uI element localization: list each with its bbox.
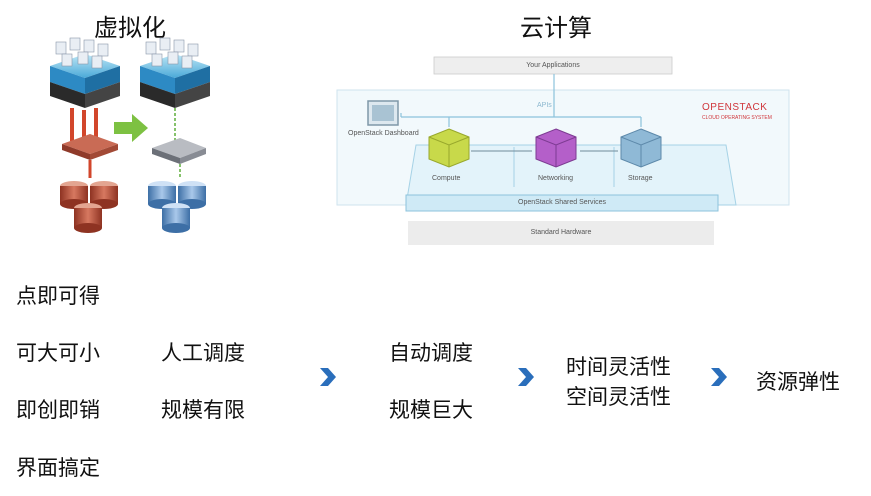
cables-left [70, 108, 98, 141]
server-stack-left [50, 37, 120, 108]
auto-scheduling: 自动调度 [389, 341, 473, 365]
virt-feature-1: 点即可得 [16, 284, 100, 308]
virt-feature-3: 即创即销 [16, 398, 100, 422]
storage-cube-icon [620, 128, 662, 168]
resource-elasticity: 资源弹性 [756, 370, 840, 394]
chevron-right-icon [518, 368, 534, 386]
virtualization-illustration [50, 37, 210, 233]
manual-scheduling: 人工调度 [161, 341, 245, 365]
networking-cube-icon [535, 128, 577, 168]
storage-label: Storage [628, 175, 653, 182]
openstack-diagram-graphics [336, 56, 790, 245]
compute-cube-icon [428, 128, 470, 168]
limited-scale: 规模有限 [161, 398, 245, 422]
storage-right [148, 181, 206, 233]
openstack-diagram: Your Applications APIs OPENSTACK CLOUD O… [336, 55, 791, 250]
time-flexibility: 时间灵活性 [566, 355, 671, 379]
chevron-right-icon [711, 368, 727, 386]
openstack-logo-subtitle: CLOUD OPERATING SYSTEM [702, 115, 772, 121]
server-stack-right [140, 37, 210, 108]
huge-scale: 规模巨大 [389, 398, 473, 422]
storage-left [60, 181, 118, 233]
chevron-right-icon [320, 368, 336, 386]
openstack-logo: OPENSTACK [702, 102, 768, 113]
your-applications-label: Your Applications [526, 62, 580, 69]
compute-label: Compute [432, 175, 461, 182]
shared-services-label: OpenStack Shared Services [518, 199, 606, 206]
apis-label: APIs [537, 102, 552, 109]
standard-hardware-label: Standard Hardware [530, 229, 592, 236]
virtualization-title: 虚拟化 [94, 14, 166, 42]
green-arrow-icon [114, 114, 148, 142]
dashboard-monitor-icon [367, 100, 399, 126]
virt-feature-2: 可大可小 [16, 341, 100, 365]
switch-right [152, 138, 206, 158]
virt-feature-4: 界面搞定 [16, 456, 100, 480]
networking-label: Networking [538, 175, 574, 182]
cloud-title: 云计算 [520, 14, 592, 42]
space-flexibility: 空间灵活性 [566, 385, 671, 409]
dashboard-label: OpenStack Dashboard [348, 130, 419, 137]
